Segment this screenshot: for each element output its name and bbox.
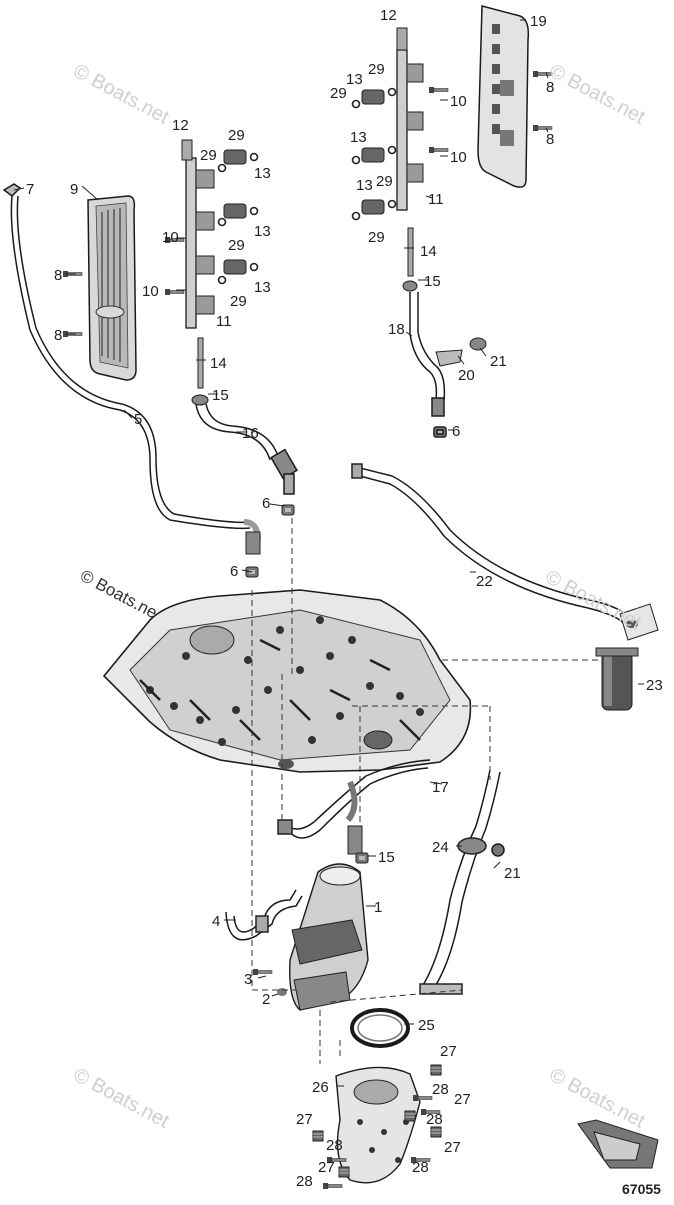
callout-26: 26 [312, 1079, 329, 1096]
callout-10d: 10 [450, 149, 467, 166]
callout-19: 19 [530, 13, 547, 30]
callout-8b: 8 [54, 327, 62, 344]
callout-12b: 12 [380, 7, 397, 24]
callout-29e: 29 [368, 61, 385, 78]
callout-12: 12 [172, 117, 189, 134]
callout-29h: 29 [368, 229, 385, 246]
callout-22: 22 [476, 573, 493, 590]
callout-6c: 6 [230, 563, 238, 580]
callout-27: 27 [440, 1043, 457, 1060]
callout-15b: 15 [424, 273, 441, 290]
callout-4: 4 [212, 913, 220, 930]
callout-29: 29 [228, 127, 245, 144]
callout-labels: 1 2 3 4 5 6 6 6 7 8 8 8 8 9 10 10 10 10 … [26, 7, 663, 1190]
hose-4 [225, 889, 303, 941]
callout-6b: 6 [262, 495, 270, 512]
callout-13b: 13 [254, 223, 271, 240]
callout-29c: 29 [228, 237, 245, 254]
callout-15: 15 [212, 387, 229, 404]
callout-28c: 28 [412, 1159, 429, 1176]
hose-17 [277, 759, 431, 839]
callout-14b: 14 [420, 243, 437, 260]
callout-10c: 10 [450, 93, 467, 110]
callout-6: 6 [452, 423, 460, 440]
callout-13: 13 [254, 165, 271, 182]
callout-1: 1 [374, 899, 382, 916]
callout-24: 24 [432, 839, 449, 856]
callout-18: 18 [388, 321, 405, 338]
hose-24 [419, 769, 505, 995]
callout-29f: 29 [330, 85, 347, 102]
callout-29g: 29 [376, 173, 393, 190]
bracket-26 [312, 1064, 442, 1190]
callout-15c: 15 [378, 849, 395, 866]
manifold-plate [102, 504, 472, 773]
fuel-line-22 [351, 463, 633, 627]
callout-23: 23 [646, 677, 663, 694]
callout-5: 5 [134, 411, 142, 428]
fuel-hose-18 [409, 292, 447, 438]
callout-27c: 27 [444, 1139, 461, 1156]
callout-8d: 8 [546, 131, 554, 148]
callout-7: 7 [26, 181, 34, 198]
callout-28: 28 [432, 1081, 449, 1098]
callout-21b: 21 [504, 865, 521, 882]
callout-27e: 27 [318, 1159, 335, 1176]
callout-11b: 11 [428, 191, 444, 208]
cover-right [477, 5, 553, 188]
callout-13e: 13 [350, 129, 367, 146]
callout-8: 8 [54, 267, 62, 284]
gasket-25 [350, 1008, 410, 1048]
fuel-rail-right [351, 27, 449, 292]
callout-10: 10 [162, 229, 179, 246]
callout-17: 17 [432, 779, 449, 796]
callout-28e: 28 [296, 1173, 313, 1190]
callout-2: 2 [262, 991, 270, 1008]
figure-number: 67055 [622, 1181, 661, 1197]
callout-27b: 27 [454, 1091, 471, 1108]
callout-9: 9 [70, 181, 78, 198]
reference-lines [251, 518, 598, 1064]
fuel-hose-16 [195, 403, 298, 495]
callout-27d: 27 [296, 1111, 313, 1128]
callout-13f: 13 [356, 177, 373, 194]
callout-25: 25 [418, 1017, 435, 1034]
leader-lines [13, 19, 644, 1087]
cover-left [87, 195, 137, 381]
callout-13d: 13 [346, 71, 363, 88]
fuel-pump-module [252, 825, 369, 1011]
callout-20: 20 [458, 367, 475, 384]
callout-14: 14 [210, 355, 227, 372]
boat-icon [577, 1119, 659, 1169]
callout-11: 11 [216, 313, 232, 330]
callout-28b: 28 [426, 1111, 443, 1128]
callout-10b: 10 [142, 283, 159, 300]
callout-16: 16 [242, 425, 259, 442]
callout-28d: 28 [326, 1137, 343, 1154]
callout-21: 21 [490, 353, 507, 370]
bolts-8-left [62, 270, 83, 338]
fuel-filter-23 [595, 603, 659, 711]
callout-29d: 29 [230, 293, 247, 310]
callout-8c: 8 [546, 79, 554, 96]
clip-20-21 [435, 337, 487, 367]
callout-29b: 29 [200, 147, 217, 164]
fuel-rail-left [164, 139, 259, 406]
callout-13c: 13 [254, 279, 271, 296]
callout-3: 3 [244, 971, 252, 988]
